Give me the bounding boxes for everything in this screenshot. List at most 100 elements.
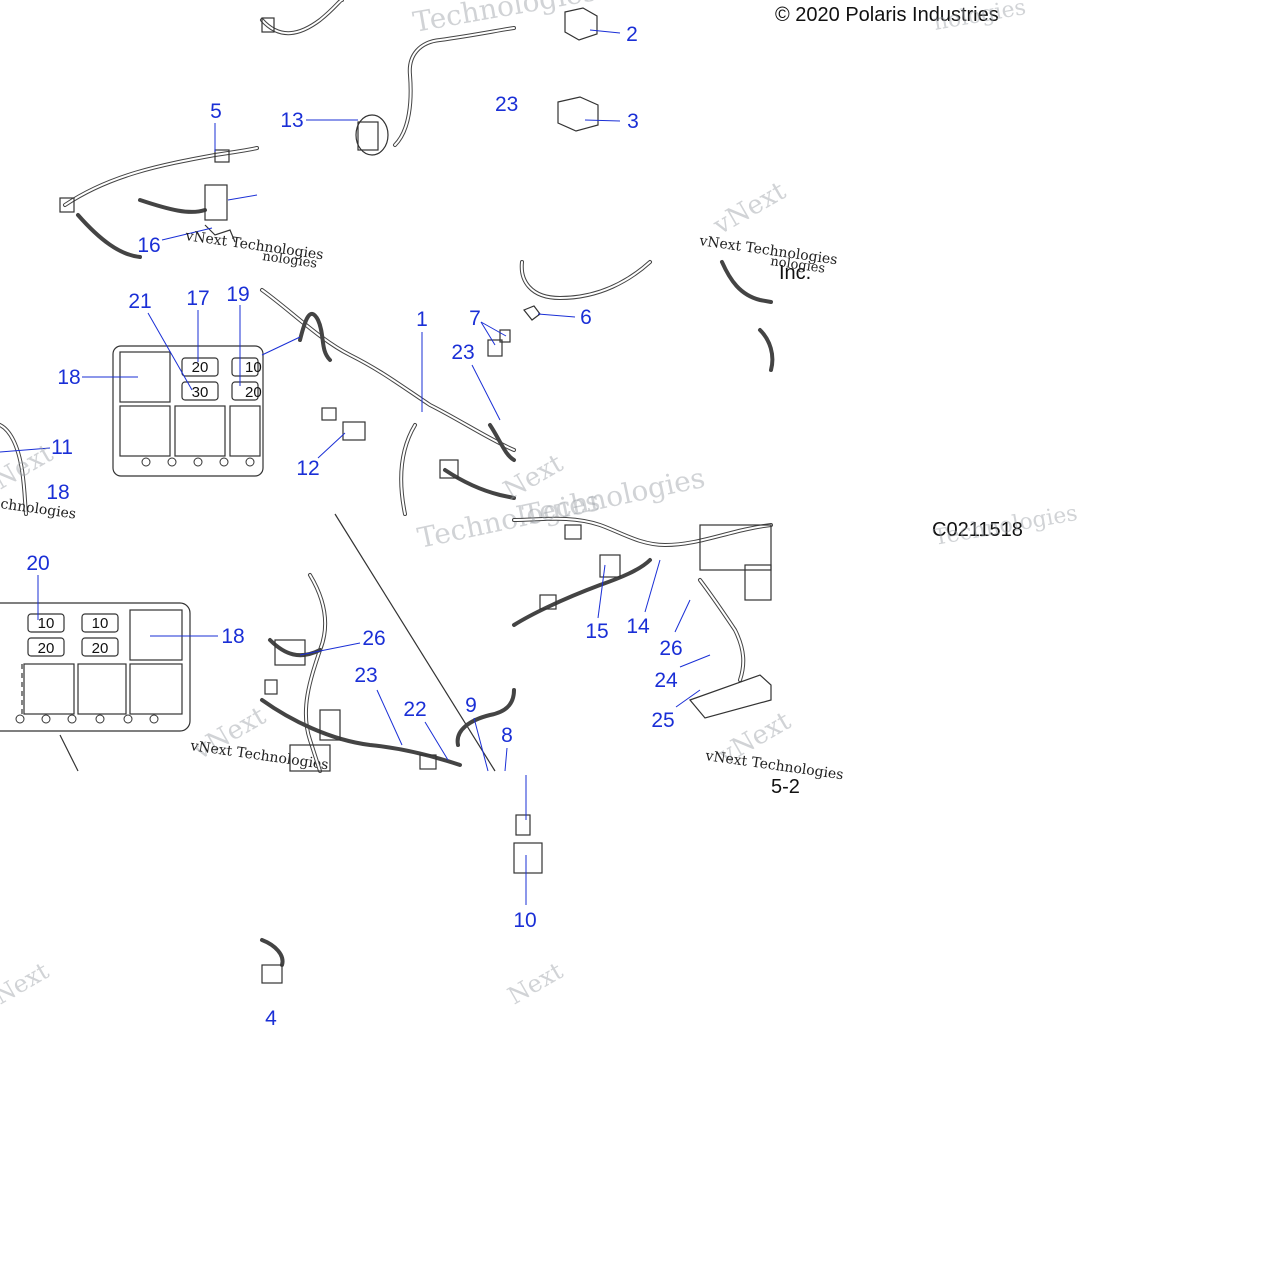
tile-battery-area: 15 14 26 24 25 Technologies vNext vNext … [512,461,844,783]
callout-14: 14 [626,615,650,638]
fuse-part [181,357,219,377]
leader-line [147,312,193,391]
watermark-text: Next [0,957,54,1011]
tile-fuse-box-top: 20 30 10 20 18 21 17 19 11 18 Next chnol… [0,283,264,523]
callout-18-lower: 18 [46,481,69,504]
leader-line [227,194,258,201]
tile-fuse-box-bottom: 10 10 20 20 20 18 vNext vNext Technologi… [0,552,329,773]
leader-line [376,689,403,746]
watermark-text: Technologies [410,0,598,39]
fuse-box-part [112,345,264,477]
figure-code: C0211518 [932,519,1023,541]
watermark-text: vNext [708,176,792,242]
tile-figure-code: C0211518 Technologies [932,501,1080,551]
callout-15: 15 [585,620,608,643]
relay-part [204,184,228,221]
ferrite-core-part [355,114,389,156]
fuse-part [27,613,65,633]
fuse-part [27,637,65,657]
callout-23: 23 [451,341,474,364]
callout-5: 5 [210,100,222,123]
fuse-part [81,613,119,633]
callout-1: 1 [416,308,428,331]
fuse-rating: 20 [38,640,55,657]
watermark-text: Next [503,957,568,1011]
connector-22-part [419,754,437,770]
clip-6-part [523,305,541,321]
callout-19: 19 [226,283,249,306]
clip-part [214,149,230,163]
watermark-text: Technologies [932,501,1080,551]
callout-17: 17 [186,287,209,310]
tile-main-harness: 1 7 23 12 nologies Next [260,249,569,516]
tile-copyright: © 2020 Polaris Industries nologies vNext… [697,0,1027,268]
tile-clip-6: 6 [519,260,652,329]
leader-line [644,559,661,613]
battery-part [744,564,772,601]
callout-20: 20 [26,552,49,575]
connector-part [289,744,331,772]
callout-4: 4 [265,1007,277,1030]
module-part [274,639,306,666]
fuse-box-part [0,602,191,732]
tile-ferrite-core: 13 23 Technologies [260,0,599,156]
leader-line [0,447,51,453]
connector-2-part [564,7,598,41]
tile-inc: Inc. nologies [720,254,826,372]
callout-11: 11 [51,436,73,459]
callout-2: 2 [626,23,638,46]
fuse-rating: 20 [192,359,209,376]
callout-26: 26 [362,627,385,650]
fuse-part [231,381,259,401]
leader-line [679,654,711,668]
callout-24: 24 [654,669,678,692]
company-suffix: Inc. [779,262,811,284]
leader-line [537,313,576,318]
callout-13: 13 [280,109,303,132]
fuse-part [181,381,219,401]
tile-row-bottom: 4 10 5-2 Next Next [0,775,800,1030]
copyright-text: © 2020 Polaris Industries [775,4,999,26]
fuse-rating: 10 [38,615,55,632]
fuse-rating: 10 [245,359,262,376]
callout-21: 21 [128,290,151,313]
leader-line [424,721,449,761]
connector-3-part [557,96,599,132]
connector-7-part [487,339,503,357]
leader-line [674,599,691,633]
callout-9: 9 [465,694,477,717]
callout-12: 12 [296,457,319,480]
tile-connectors: 2 3 [557,7,639,133]
fuse-part [81,637,119,657]
callout-10: 10 [513,909,536,932]
shield-25-part [688,674,772,719]
leader-line [480,321,507,337]
fuse-rating: 30 [192,384,209,401]
leader-line [597,564,606,619]
fuse-rating: 20 [245,384,262,401]
connector-15-part [599,554,621,578]
fuse-rating: 20 [92,640,109,657]
callout-18: 18 [57,366,80,389]
leader-line [584,119,621,122]
leader-line [317,432,346,459]
leader-line [589,29,621,34]
callout-26-battery: 26 [659,637,682,660]
tile-harness-lower: 26 23 22 9 8 Technologies [260,484,603,773]
leader-line [480,321,496,346]
callout-3: 3 [627,110,639,133]
callout-7: 7 [469,307,481,330]
leader-line [471,364,501,421]
callout-6: 6 [580,306,592,329]
leader-line [473,717,489,772]
callout-25: 25 [651,709,674,732]
connector-4-part [261,964,283,984]
fuse-part [231,357,259,377]
callout-23-lower: 23 [354,664,377,687]
leader-line [504,747,508,772]
module-10-part [513,842,543,874]
callout-8: 8 [501,724,513,747]
callout-22: 22 [403,698,426,721]
page-ref: 5-2 [771,776,800,798]
